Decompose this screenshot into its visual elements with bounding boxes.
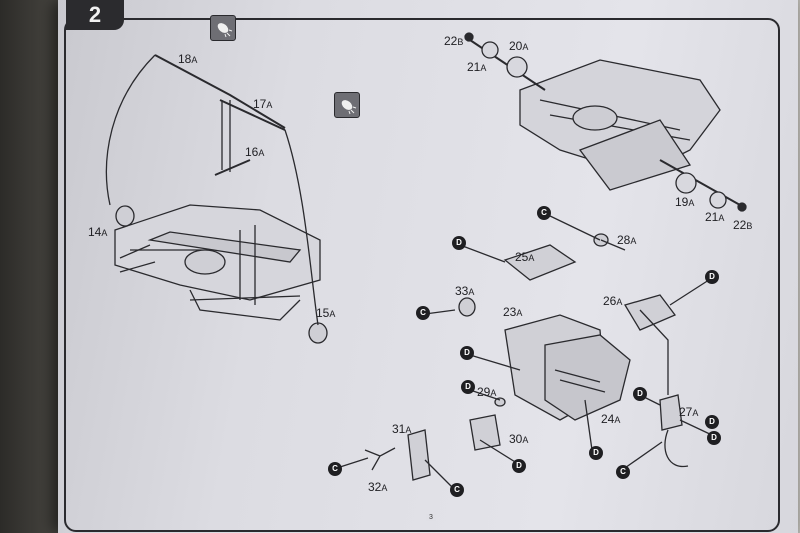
part-label-22b-top: 22B <box>444 34 464 48</box>
cap-22b-top <box>464 32 474 42</box>
part-label-31a: 31A <box>392 422 412 436</box>
wheel-19a <box>675 172 697 194</box>
step-frame <box>64 18 780 532</box>
rear-frame-assembly <box>519 59 721 191</box>
part-label-30a: 30A <box>509 432 529 446</box>
knuckle-15a <box>308 322 328 344</box>
part-label-26a: 26A <box>603 294 623 308</box>
part-label-19a: 19A <box>675 195 695 209</box>
marker-c-33a: C <box>416 306 430 320</box>
marker-d-26a: D <box>705 270 719 284</box>
marker-d-27a-left: D <box>633 387 647 401</box>
marker-d-23a: D <box>460 346 474 360</box>
front-axle-assembly <box>114 204 321 321</box>
part-label-32a: 32A <box>368 480 388 494</box>
pulley-30a <box>469 414 501 451</box>
part-29a <box>494 397 506 407</box>
glue-tube-icon <box>210 15 236 41</box>
steering-drop <box>221 100 231 172</box>
tie-rod-18a <box>154 54 286 129</box>
hub-21a-top <box>481 41 499 59</box>
belt-31a <box>407 429 431 481</box>
part-label-21a-bottom: 21A <box>705 210 725 224</box>
marker-d-30a: D <box>512 459 526 473</box>
part-label-29a: 29A <box>477 385 497 399</box>
marker-c-32a: C <box>328 462 342 476</box>
marker-d-24a: D <box>589 446 603 460</box>
marker-d-27a-right: D <box>707 431 721 445</box>
step-number-badge: 2 <box>66 0 124 30</box>
part-label-28a: 28A <box>617 233 637 247</box>
part-label-22b-bottom: 22B <box>733 218 753 232</box>
part-label-14a: 14A <box>88 225 108 239</box>
alternator-26a <box>624 294 677 331</box>
part-label-23a: 23A <box>503 305 523 319</box>
knuckle-14a <box>115 205 135 227</box>
marker-d-25a: D <box>452 236 466 250</box>
carburettor-25a <box>503 244 577 281</box>
marker-c-28a: C <box>537 206 551 220</box>
part-label-16a: 16A <box>245 145 265 159</box>
part-label-24a: 24A <box>601 412 621 426</box>
drag-link-17a <box>219 99 286 131</box>
marker-d-27a-top: D <box>705 415 719 429</box>
marker-c-31a: C <box>450 483 464 497</box>
part-label-15a: 15A <box>316 306 336 320</box>
part-label-27a: 27A <box>679 405 699 419</box>
marker-d-29a: D <box>461 380 475 394</box>
part-label-21a-top: 21A <box>467 60 487 74</box>
part-33a <box>458 297 476 317</box>
part-label-17a: 17A <box>253 97 273 111</box>
hub-21a-bottom <box>709 191 727 209</box>
wheel-20a <box>506 56 528 78</box>
part-label-18a: 18A <box>178 52 198 66</box>
part-label-33a: 33A <box>455 284 475 298</box>
part-label-25a: 25A <box>515 250 535 264</box>
part-label-20a: 20A <box>509 39 529 53</box>
engine-block-23a-24a <box>504 314 631 421</box>
marker-c-27a: C <box>616 465 630 479</box>
pitman-arm-16a <box>214 159 251 176</box>
rear-axle-shaft-bottom <box>659 159 741 206</box>
cap-22b-bottom <box>737 202 747 212</box>
page-number: 3 <box>426 514 436 521</box>
fan-32a <box>364 447 396 471</box>
part-27a <box>659 394 683 431</box>
paint-marker-icon <box>334 92 360 118</box>
